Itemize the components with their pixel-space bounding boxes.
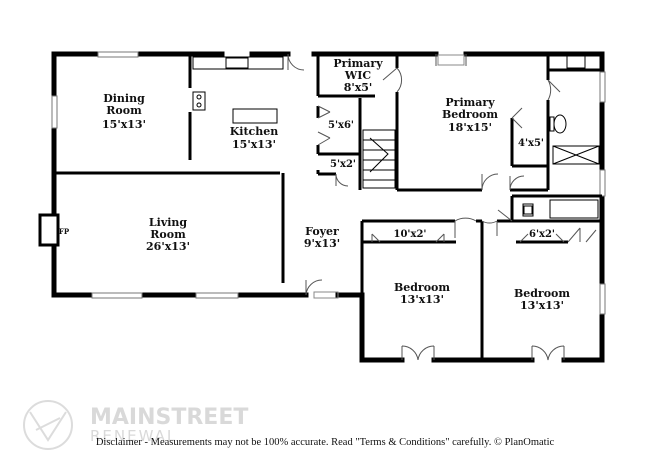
primary-bedroom-window-door	[435, 54, 467, 66]
kitchen-fixtures	[192, 56, 284, 124]
closet-10x2-dim: 10'x2'	[394, 229, 427, 240]
bedroom-right-door	[481, 220, 498, 236]
watermark-line1: MAINSTREET	[90, 405, 248, 430]
bedroom-right-patio-door	[531, 345, 565, 361]
room-labels: Dining Room 15'x13' Kitchen 15'x13' Prim…	[102, 57, 570, 312]
ensuite-door	[547, 79, 561, 101]
windows	[51, 51, 606, 315]
bedroom-left-patio-door	[401, 345, 435, 361]
closet-door-5x6	[317, 105, 331, 146]
bedroom-right-closet-door	[567, 227, 597, 243]
living-room-name1: Living	[149, 216, 187, 229]
closet-6x2-doors	[519, 233, 565, 243]
stairs	[362, 129, 396, 189]
foyer-dim: 9'x13'	[304, 237, 340, 250]
toilet-icon	[553, 114, 567, 134]
kitchen-name: Kitchen	[230, 125, 279, 138]
bedroom-right-name: Bedroom	[514, 287, 570, 300]
hall-bath-door	[509, 175, 525, 191]
closet-10x2-doors	[371, 233, 445, 243]
closet-6x2-dim: 6'x2'	[529, 229, 555, 240]
interior-walls	[54, 54, 602, 360]
stove-icon	[192, 91, 206, 111]
kitchen-island	[232, 108, 278, 124]
fireplace: FP	[38, 213, 70, 247]
disclaimer: Disclaimer - Measurements may not be 100…	[95, 437, 555, 448]
counter-top	[192, 56, 284, 70]
primary-wic-name2: WIC	[344, 69, 371, 82]
bedroom-left-name: Bedroom	[394, 281, 450, 294]
shower-icon	[552, 145, 600, 165]
foyer-name: Foyer	[305, 225, 339, 238]
closet-5x2-dim: 5'x2'	[330, 159, 356, 170]
front-door	[305, 279, 323, 296]
vanity-sink-icon	[566, 55, 586, 69]
kitchen-sink-icon	[225, 57, 249, 69]
bath-fixtures	[522, 55, 600, 219]
primary-wic-dim: 8'x5'	[344, 81, 373, 94]
primary-bedroom-door	[481, 173, 499, 191]
kitchen-dim: 15'x13'	[232, 138, 276, 151]
watermark-logo-icon	[23, 400, 73, 450]
bedroom-left-dim: 13'x13'	[400, 293, 444, 306]
primary-bedroom-name1: Primary	[445, 96, 495, 109]
watermark: MAINSTREET RENEWAL	[23, 400, 248, 450]
bath-door	[497, 209, 513, 222]
bedroom-right-dim: 13'x13'	[520, 299, 564, 312]
primary-bedroom-name2: Bedroom	[442, 108, 498, 121]
bathtub-icon	[549, 199, 599, 219]
exterior-walls	[51, 51, 605, 363]
closet-door-5x2	[335, 173, 349, 187]
watermark-line2: RENEWAL	[90, 427, 177, 445]
closet-5x6-dim: 5'x6'	[328, 120, 354, 131]
kitchen-door	[287, 53, 305, 71]
wic-door	[382, 67, 403, 93]
dining-room-name2: Room	[106, 104, 142, 117]
primary-bedroom-dim: 18'x15'	[448, 121, 492, 134]
hall-bath-sink-icon	[523, 205, 533, 215]
living-room-name2: Room	[150, 228, 186, 241]
doors	[287, 53, 597, 361]
closet-4x5-dim: 4'x5'	[518, 138, 544, 149]
primary-wic-name1: Primary	[333, 57, 383, 70]
bedroom-left-door	[454, 217, 477, 238]
fireplace-label: FP	[59, 227, 70, 236]
dining-room-dim: 15'x13'	[102, 118, 146, 131]
dining-room-name1: Dining	[103, 92, 145, 105]
living-room-dim: 26'x13'	[146, 240, 190, 253]
closet-4x5-door	[511, 107, 523, 129]
